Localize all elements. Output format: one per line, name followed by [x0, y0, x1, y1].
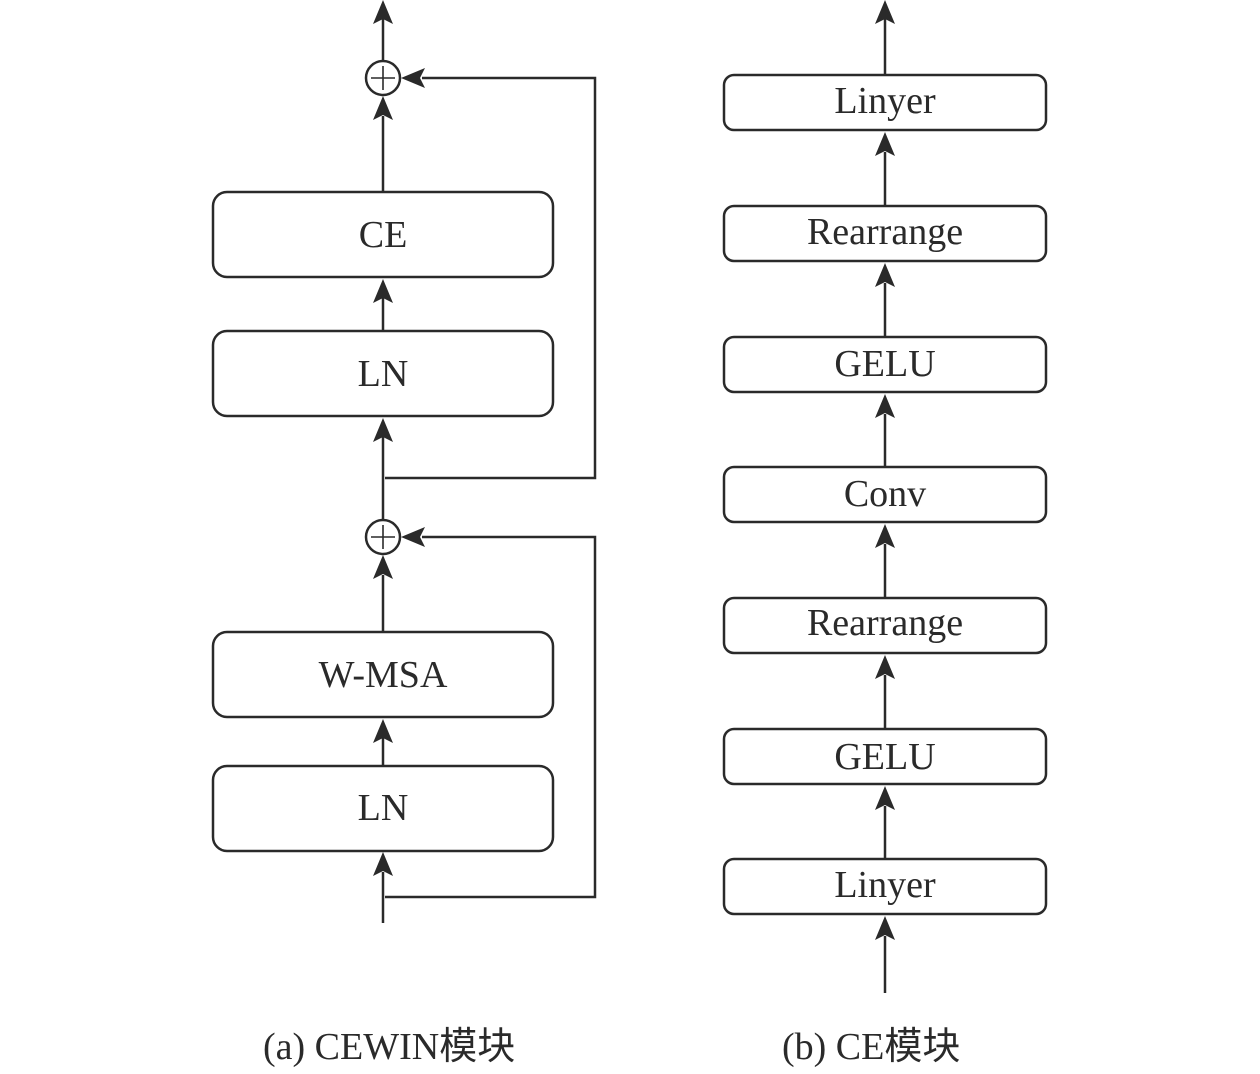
block-rearrange-bottom [722, 596, 1048, 655]
residual-line-bottom [385, 535, 597, 899]
block-ce [211, 190, 555, 279]
block-linyer-bottom-label: Linyer [834, 864, 936, 906]
caption-b: (b) CE模块 [782, 1026, 960, 1068]
diagram-b: Linyer Rearrange GELU Conv Rearrange GEL… [722, 0, 1048, 1068]
block-wmsa [211, 630, 555, 719]
arrow-head-conv-gelu [875, 394, 895, 418]
arrow-head-rearrange-linyer [875, 132, 895, 156]
block-ce-label: CE [359, 214, 408, 256]
arrow-head-rearrange-conv [875, 524, 895, 548]
adder-bottom [364, 518, 402, 556]
block-gelu-top-label: GELU [834, 343, 935, 385]
diagram-a: CE LN W-MSA LN [211, 0, 597, 1068]
arrow-head-linyer-gelu [875, 786, 895, 810]
block-gelu-bottom-label: GELU [834, 736, 935, 778]
block-wmsa-label: W-MSA [319, 654, 448, 696]
arrow-head-ln1-wmsa [373, 719, 393, 743]
arrow-head-adder-ln2 [373, 418, 393, 442]
block-ln-upper [211, 329, 555, 418]
block-ln-lower [211, 764, 555, 853]
block-ln-lower-label: LN [358, 787, 409, 829]
block-conv [722, 465, 1048, 524]
block-conv-label: Conv [844, 473, 926, 515]
adder-top [364, 59, 402, 97]
residual-line-top [385, 76, 597, 480]
block-linyer-top [722, 73, 1048, 132]
arrow-head-residual-bottom [401, 527, 425, 547]
arrow-head-gelu-rearrange-bottom [875, 655, 895, 679]
block-gelu-bottom [722, 727, 1048, 786]
arrow-head-input-linyer [875, 916, 895, 940]
arrow-head-ce-adder [373, 96, 393, 120]
arrow-head-output-b [875, 0, 895, 24]
arrow-head-residual-top [401, 68, 425, 88]
arrow-head-gelu-rearrange [875, 263, 895, 287]
block-rearrange-bottom-label: Rearrange [807, 602, 963, 644]
caption-a: (a) CEWIN模块 [263, 1026, 515, 1068]
block-rearrange-top-label: Rearrange [807, 211, 963, 253]
block-linyer-bottom [722, 857, 1048, 916]
arrow-head-wmsa-adder [373, 555, 393, 579]
arrow-head-input-ln1 [373, 852, 393, 876]
arrow-head-ln2-ce [373, 279, 393, 303]
block-linyer-top-label: Linyer [834, 80, 936, 122]
block-gelu-top [722, 335, 1048, 394]
block-rearrange-top [722, 204, 1048, 263]
block-ln-upper-label: LN [358, 353, 409, 395]
arrow-head-output-a [373, 0, 393, 24]
